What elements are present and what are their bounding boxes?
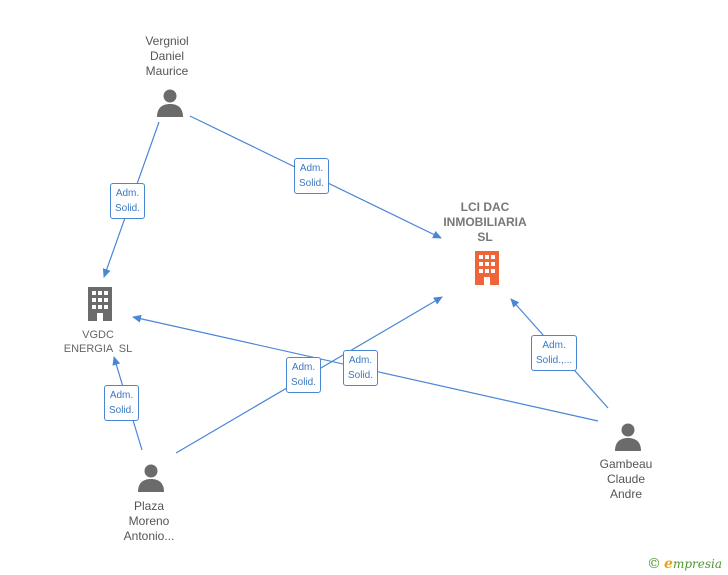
person-icon[interactable] xyxy=(155,88,185,118)
person-icon[interactable] xyxy=(613,422,643,452)
label-line: Plaza xyxy=(133,499,165,513)
edges-layer xyxy=(102,115,609,454)
node-label-gambeau[interactable]: Gambeau Claude Andre xyxy=(566,457,686,502)
person-icon[interactable] xyxy=(136,463,166,493)
edge-label-vergniol-vgdc[interactable]: Adm. Solid. xyxy=(110,183,146,219)
edge-label-gambeau-vgdc[interactable]: Adm. Solid. xyxy=(343,350,379,386)
brand-initial: e xyxy=(664,556,673,572)
label-line: Gambeau xyxy=(599,457,653,471)
edge-label-line: Adm. xyxy=(109,390,134,401)
label-line: VGDC xyxy=(82,329,114,341)
label-line: Maurice xyxy=(145,64,189,78)
edge-label-line: Adm. xyxy=(115,188,140,199)
brand-logo[interactable]: ©empresia xyxy=(647,556,722,572)
label-line: SL xyxy=(477,230,493,244)
edge-label-line: Adm. xyxy=(299,163,324,174)
edge-label-line: Adm. xyxy=(291,362,316,373)
edge-label-vergniol-lci[interactable]: Adm. Solid. xyxy=(294,158,330,194)
node-label-vgdc[interactable]: VGDC ENERGIA SL xyxy=(38,328,158,356)
edge-label-line: Solid. xyxy=(348,370,374,381)
edge-label-line: Solid. xyxy=(291,377,317,388)
edge-label-line: Solid.,... xyxy=(536,355,573,366)
edge-label-line: Solid. xyxy=(115,203,141,214)
node-label-lci[interactable]: LCI DAC INMOBILIARIA SL xyxy=(425,200,545,245)
edge-label-plaza-lci[interactable]: Adm. Solid. xyxy=(286,357,322,393)
label-line: LCI DAC xyxy=(460,200,510,214)
edge-label-plaza-vgdc[interactable]: Adm. Solid. xyxy=(104,385,140,421)
node-label-plaza[interactable]: Plaza Moreno Antonio... xyxy=(89,499,209,544)
edge-label-line: Adm. xyxy=(348,355,373,366)
edge-label-gambeau-lci[interactable]: Adm. Solid.,... xyxy=(531,335,578,371)
edge-label-line: Solid. xyxy=(109,405,135,416)
copyright-symbol: © xyxy=(647,556,662,572)
label-line: Vergniol xyxy=(145,34,189,48)
brand-name: mpresia xyxy=(672,557,722,571)
label-line: Antonio... xyxy=(123,529,175,543)
building-icon[interactable] xyxy=(84,286,116,322)
label-line: Claude xyxy=(606,472,646,486)
label-line: INMOBILIARIA xyxy=(443,215,527,229)
edge-label-line: Solid. xyxy=(299,178,325,189)
label-line: ENERGIA SL xyxy=(63,343,133,355)
label-line: Daniel xyxy=(149,49,185,63)
building-icon[interactable] xyxy=(471,250,503,286)
label-line: Moreno xyxy=(128,514,170,528)
edge-label-line: Adm. xyxy=(542,340,566,351)
node-label-vergniol[interactable]: Vergniol Daniel Maurice xyxy=(107,34,227,79)
label-line: Andre xyxy=(609,487,643,501)
